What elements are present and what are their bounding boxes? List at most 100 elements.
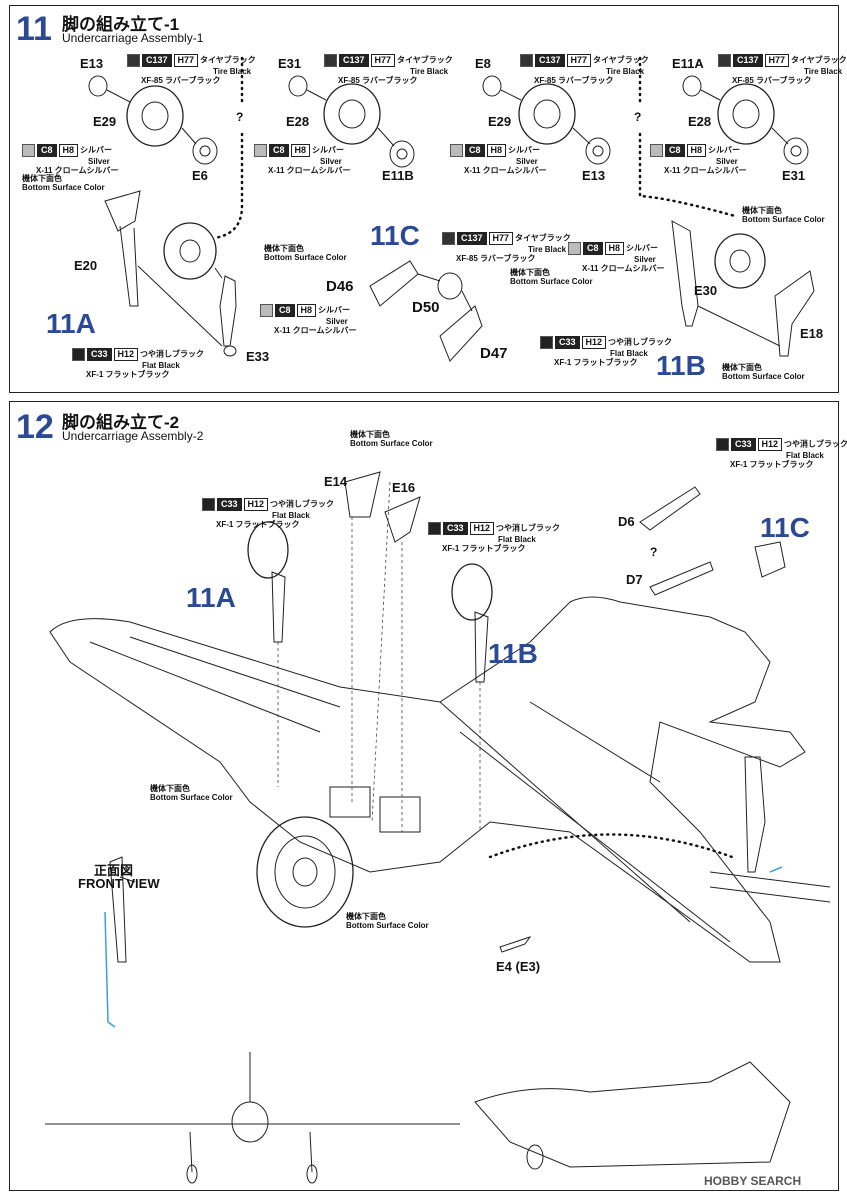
step-subtitle: Undercarriage Assembly-1 — [62, 31, 204, 45]
step-12-panel: 12 脚の組み立て-2 Undercarriage Assembly-2 機体下… — [9, 401, 847, 1191]
part-11c-drawing — [754, 541, 786, 578]
part-d46-drawing — [369, 260, 419, 307]
wheel-11a-drawing — [163, 222, 217, 280]
part-e13-drawing — [88, 75, 108, 97]
sub-assembly-11a-label: 11A — [46, 308, 96, 339]
question-mark-icon: ? — [236, 110, 244, 124]
part-label: E29 — [93, 114, 117, 129]
front-view-title-jp: 正面図 — [94, 863, 134, 878]
wheel-well-left — [329, 786, 371, 818]
part-label: E28 — [286, 114, 310, 129]
part-d47-drawing — [439, 305, 483, 362]
wheel-11a-drawing — [247, 521, 289, 579]
part-d6-drawing — [639, 486, 701, 531]
step-11-panel: 11 脚の組み立て-1 Undercarriage Assembly-1 E13… — [9, 5, 847, 393]
step-number: 12 — [16, 408, 54, 446]
front-view-title-en: FRONT VIEW — [78, 876, 160, 891]
part-label: E6 — [192, 168, 208, 183]
part-label: E33 — [246, 349, 270, 364]
part-label: E8 — [475, 56, 491, 71]
tire-e29-drawing — [126, 85, 184, 147]
hub-e6-drawing — [192, 137, 218, 165]
part-label: E11B — [382, 168, 414, 183]
part-label: E31 — [278, 56, 302, 71]
color-swatch — [22, 144, 35, 157]
step-subtitle: Undercarriage Assembly-2 — [62, 429, 204, 443]
door-e14-drawing — [344, 471, 381, 518]
part-label: E18 — [800, 326, 824, 341]
part-label: E14 — [324, 474, 348, 489]
part-d7-drawing — [649, 561, 714, 596]
part-label: E13 — [582, 168, 606, 183]
wheel-well-right — [379, 796, 421, 833]
part-label: E13 — [80, 56, 104, 71]
side-view-aircraft — [474, 1061, 791, 1168]
watermark: HOBBY SEARCH — [704, 1174, 802, 1188]
blue-highlight-detail — [769, 866, 783, 873]
part-label: E20 — [74, 258, 98, 273]
gear-detail-drawing — [744, 756, 766, 873]
aircraft-wing-drawing — [49, 596, 806, 963]
sub-assembly-11b-label: 11B — [488, 638, 538, 669]
front-view-leg-drawing — [109, 856, 127, 963]
sub-assembly-11b-label: 11B — [656, 350, 706, 381]
gear-door-e18-drawing — [774, 270, 815, 357]
part-d50-drawing — [437, 272, 463, 300]
part-label: E4 (E3) — [496, 959, 541, 974]
step-title: 脚の組み立て-1 — [62, 15, 180, 34]
question-mark-icon: ? — [634, 110, 642, 124]
part-e4-drawing — [499, 936, 532, 953]
part-label: E30 — [694, 283, 718, 298]
part-label: E31 — [782, 168, 806, 183]
part-label: D46 — [326, 278, 354, 295]
step-12-drawing — [45, 471, 831, 1184]
blue-highlight-front — [104, 911, 116, 1028]
part-label: D6 — [618, 514, 635, 529]
part-label: E28 — [688, 114, 712, 129]
leg-e33-drawing — [219, 275, 237, 347]
step-11-drawing — [88, 56, 815, 362]
step-number: 11 — [16, 10, 52, 48]
sub-assembly-11a-label: 11A — [186, 582, 236, 613]
sub-assembly-11c-label: 11C — [370, 220, 420, 251]
part-label: D47 — [480, 345, 508, 362]
gear-door-e20-drawing — [104, 190, 141, 232]
part-label: D7 — [626, 572, 643, 587]
door-e16-drawing — [384, 496, 421, 543]
wheel-11b-drawing — [451, 563, 493, 621]
step-title: 脚の組み立て-2 — [62, 413, 180, 432]
dotted-detail-leader — [488, 833, 734, 859]
part-label: E11A — [672, 56, 704, 71]
part-label: E16 — [392, 480, 416, 495]
wheel-11b-drawing — [714, 233, 766, 289]
color-swatch — [127, 54, 140, 67]
engine-cowling-drawing — [256, 816, 354, 928]
leg-e30-drawing — [671, 220, 699, 327]
part-label: D50 — [412, 299, 440, 316]
sub-assembly-11c-label: 11C — [760, 512, 810, 543]
